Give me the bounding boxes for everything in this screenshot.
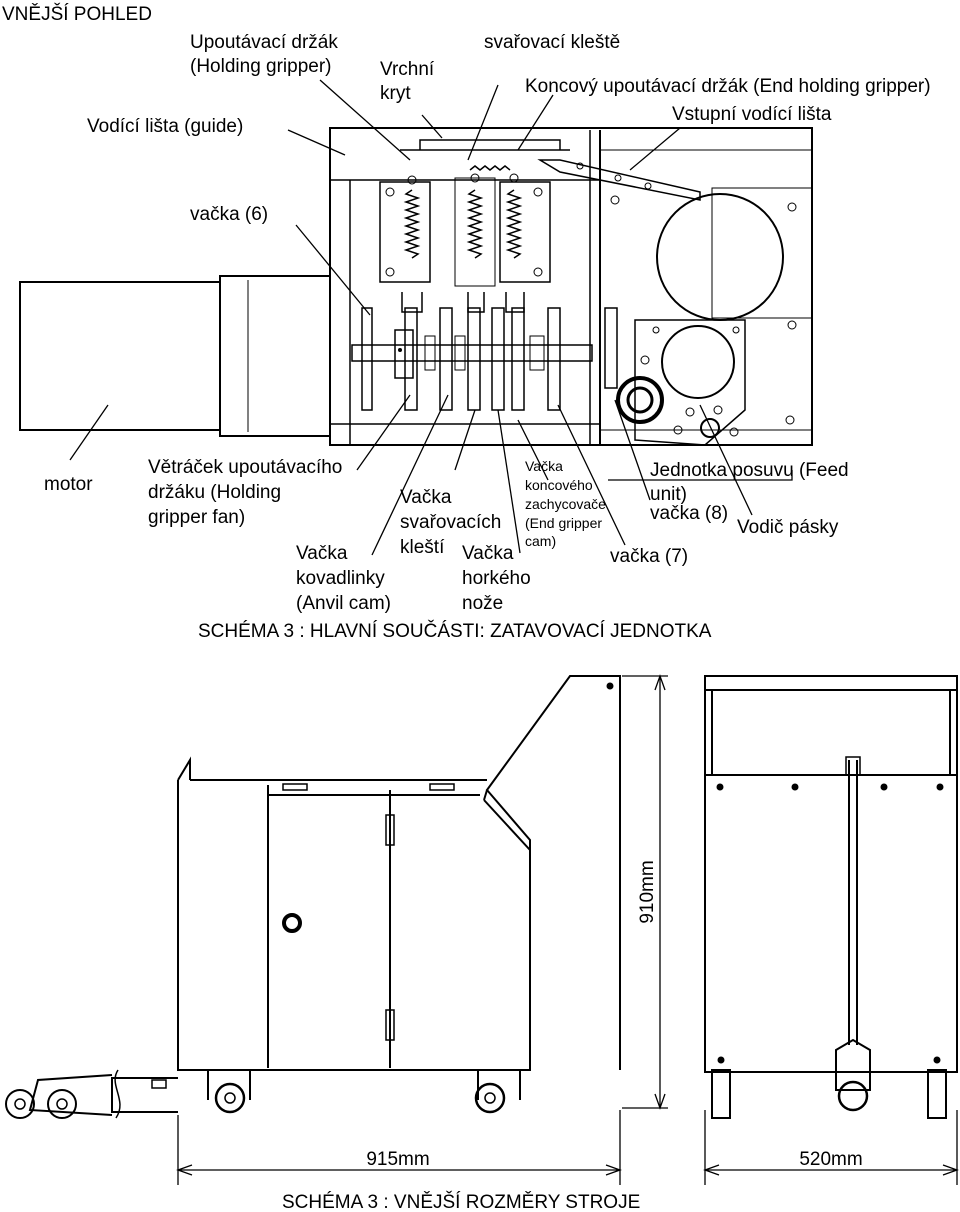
caption-sealing-unit: SCHÉMA 3 : HLAVNÍ SOUČÁSTI: ZATAVOVACÍ J…: [198, 620, 712, 642]
label-fan-3: gripper fan): [148, 507, 245, 528]
label-cam-8: vačka (8): [650, 503, 728, 524]
label-end-gripper-cam-3: zachycovače: [525, 496, 606, 512]
label-cam-6: vačka (6): [190, 204, 268, 225]
label-anvil-cam-3: (Anvil cam): [296, 593, 391, 614]
dimension-lines: [176, 674, 959, 1185]
dimension-height: 910mm: [637, 860, 658, 923]
label-hot-knife-cam-1: Vačka: [462, 543, 514, 564]
feed-unit-drawing: [537, 159, 813, 446]
label-input-guide: Vstupní vodící lišta: [672, 104, 832, 125]
label-weld-cam-3: kleští: [400, 537, 445, 558]
page-heading: VNĚJŠÍ POHLED: [2, 3, 152, 25]
sealing-unit-diagram: Upoutávací držák (Holding gripper) Vrchn…: [19, 32, 931, 642]
label-weld-cam-2: svařovacích: [400, 512, 501, 533]
dimension-width: 520mm: [799, 1149, 862, 1170]
label-cam-7: vačka (7): [610, 546, 688, 567]
label-feed-unit-1: Jednotka posuvu (Feed: [650, 460, 849, 481]
gripper-plates: [379, 165, 551, 313]
label-top-cover-1: Vrchní: [380, 59, 435, 80]
label-guide: Vodící lišta (guide): [87, 116, 243, 137]
machine-side-view: [5, 675, 621, 1119]
caption-machine-dimensions: SCHÉMA 3 : VNĚJŠÍ ROZMĚRY STROJE: [282, 1191, 640, 1212]
label-end-gripper-cam-5: cam): [525, 533, 556, 549]
label-welding-pliers: svařovací kleště: [484, 32, 620, 53]
label-fan-1: Větráček upoutávacího: [148, 457, 342, 478]
motor-drawing: [19, 275, 331, 437]
cam-shaft: [351, 307, 618, 411]
label-fan-2: držáku (Holding: [148, 482, 281, 503]
machine-dimensions-diagram: 910mm 915mm 520mm SCHÉMA 3 : VNĚJŠÍ ROZM…: [5, 674, 959, 1212]
machine-front-view: [704, 675, 958, 1119]
label-tape-guide: Vodič pásky: [737, 517, 839, 538]
label-top-cover-2: kryt: [380, 83, 411, 104]
label-end-gripper-cam-2: koncového: [525, 477, 593, 493]
label-end-gripper-cam-1: Vačka: [525, 458, 563, 474]
dimension-length: 915mm: [366, 1149, 429, 1170]
label-holding-gripper-2: (Holding gripper): [190, 56, 332, 77]
unit-frame: [329, 127, 813, 446]
part-labels: Upoutávací držák (Holding gripper) Vrchn…: [44, 32, 931, 614]
label-anvil-cam-2: kovadlinky: [296, 568, 385, 589]
label-anvil-cam-1: Vačka: [296, 543, 348, 564]
label-end-holding-gripper: Koncový upoutávací držák (End holding gr…: [525, 76, 931, 97]
label-holding-gripper-1: Upoutávací držák: [190, 32, 338, 53]
label-feed-unit-2: unit): [650, 484, 687, 505]
label-hot-knife-cam-2: horkého: [462, 568, 531, 589]
leader-lines: [69, 79, 793, 556]
label-hot-knife-cam-3: nože: [462, 593, 503, 614]
label-motor: motor: [44, 474, 93, 495]
label-end-gripper-cam-4: (End gripper: [525, 515, 602, 531]
label-weld-cam-1: Vačka: [400, 487, 452, 508]
